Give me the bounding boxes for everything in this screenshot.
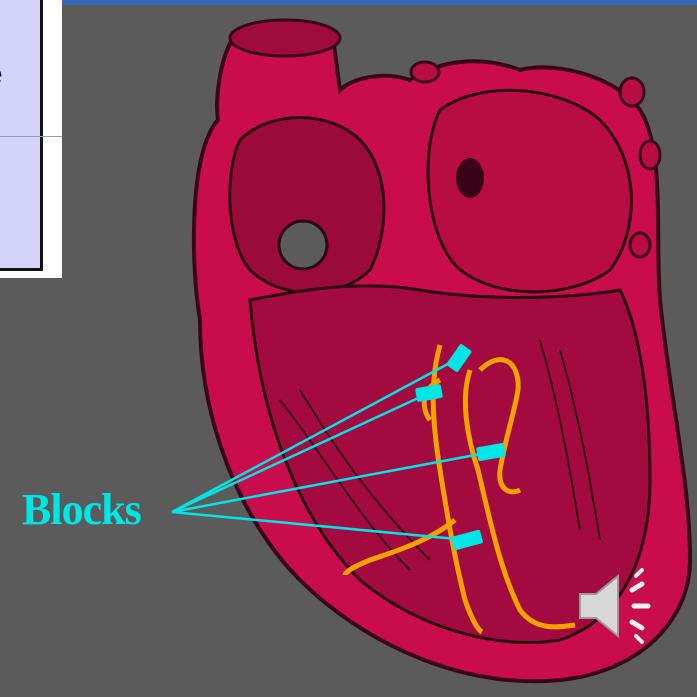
aorta-opening [230, 20, 340, 56]
valve-opening [279, 221, 327, 269]
blocks-label: Blocks [22, 484, 141, 535]
vessel-stub-3 [640, 141, 660, 169]
vessel-stub-1 [411, 62, 439, 82]
vessel-stub-4 [630, 233, 650, 257]
speaker-audio-icon[interactable] [574, 566, 664, 646]
vessel-stub-2 [620, 78, 644, 106]
left-atrium [428, 90, 631, 292]
atrium-hole [456, 158, 484, 198]
